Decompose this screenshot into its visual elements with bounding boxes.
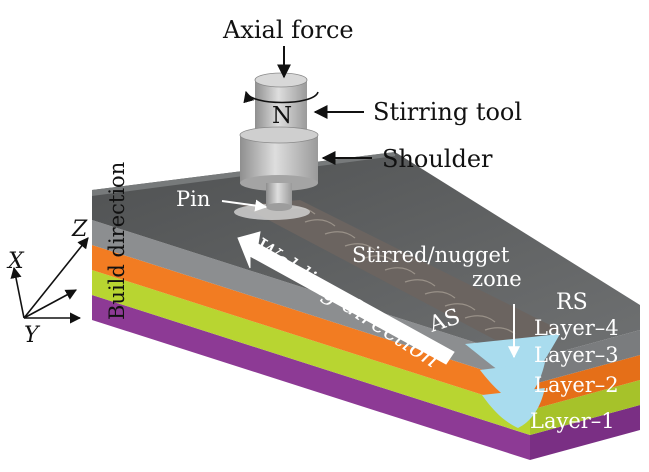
layer-3-label: Layer–3 bbox=[534, 343, 619, 367]
stirred-zone-label-line1: Stirred/nugget bbox=[352, 243, 510, 267]
layer-1-right bbox=[530, 405, 640, 460]
layer-1-label: Layer–1 bbox=[530, 409, 615, 433]
shoulder-label: Shoulder bbox=[382, 145, 493, 173]
layer-3-right bbox=[530, 355, 640, 410]
layer-2-left bbox=[92, 270, 530, 435]
layer-2-label: Layer–2 bbox=[534, 373, 619, 397]
stirred-zone-label-line2: zone bbox=[472, 267, 522, 291]
coordinate-axes bbox=[10, 237, 89, 324]
nugget-layer-2 bbox=[482, 388, 545, 428]
layer-4-label: Layer–4 bbox=[534, 316, 619, 340]
axial-force-label: Axial force bbox=[222, 16, 354, 44]
rs-label: RS bbox=[556, 290, 588, 315]
tool-letter-label: N bbox=[272, 103, 292, 129]
welding-direction-arrow bbox=[237, 231, 455, 365]
layer-1-left bbox=[92, 295, 530, 460]
layer-2-right bbox=[530, 380, 640, 435]
layer-3-left bbox=[92, 245, 530, 410]
weld-track bbox=[240, 200, 560, 345]
pin-pointer bbox=[221, 199, 268, 212]
build-direction-label: Build direction bbox=[105, 162, 129, 320]
stirring-tool bbox=[239, 72, 319, 211]
pin-label: Pin bbox=[176, 187, 210, 211]
axis-z-label: Z bbox=[71, 217, 88, 242]
stirring-tool-label: Stirring tool bbox=[373, 98, 522, 126]
layer-4-right bbox=[530, 330, 640, 385]
axis-x-label: X bbox=[6, 249, 25, 274]
axis-y-label: Y bbox=[24, 323, 41, 348]
